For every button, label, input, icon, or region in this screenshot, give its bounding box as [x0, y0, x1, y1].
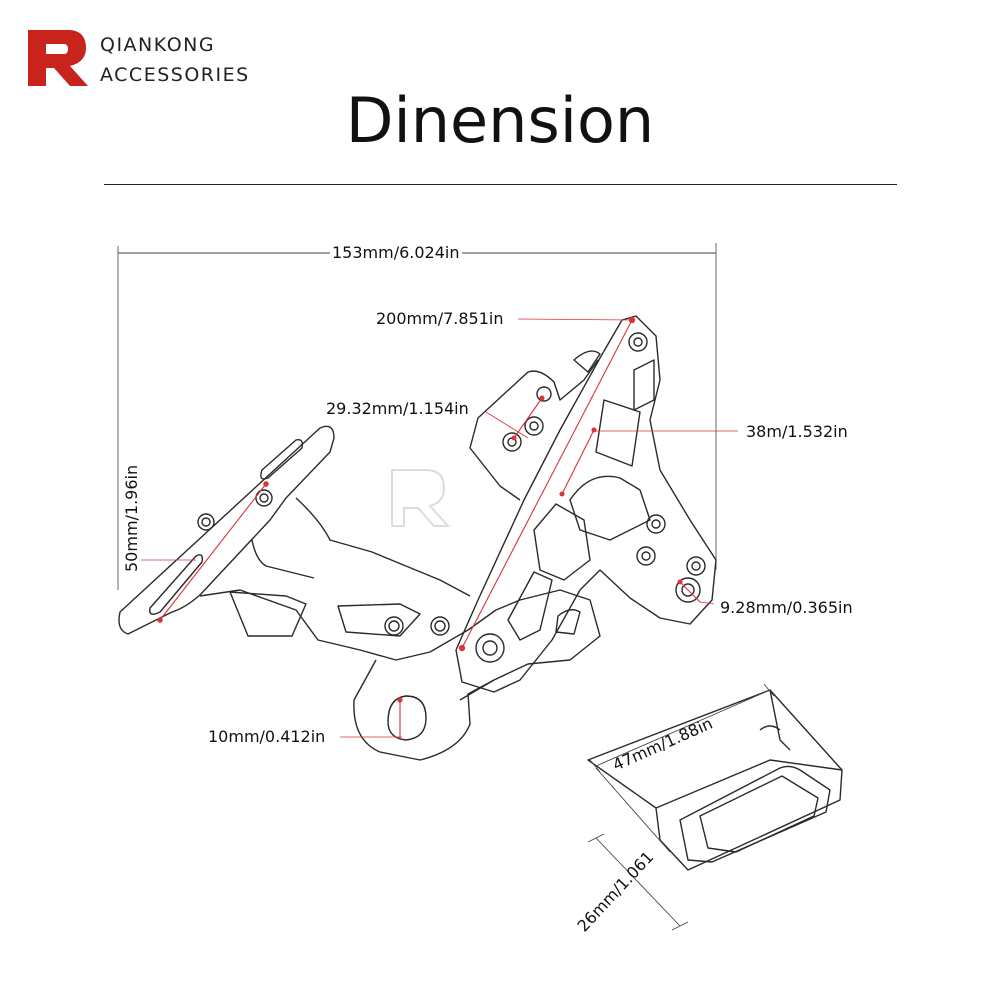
page-title: Dinension — [345, 84, 655, 157]
brand-logo-r — [28, 30, 88, 86]
title-divider — [104, 184, 897, 185]
small-hole-label: 9.28mm/0.365in — [718, 598, 855, 617]
diagonal-length-label: 200mm/7.851in — [374, 309, 506, 328]
brand-name: QIANKONG — [100, 34, 216, 56]
plate-height-label: 50mm/1.96in — [122, 462, 141, 574]
overall-width-label: 153mm/6.024in — [330, 243, 462, 262]
brand-subtitle: ACCESSORIES — [100, 64, 250, 86]
slot-width-label: 38m/1.532in — [744, 422, 850, 441]
hole-spacing-label: 29.32mm/1.154in — [324, 399, 471, 418]
clamp-hole-label: 10mm/0.412in — [206, 727, 328, 746]
